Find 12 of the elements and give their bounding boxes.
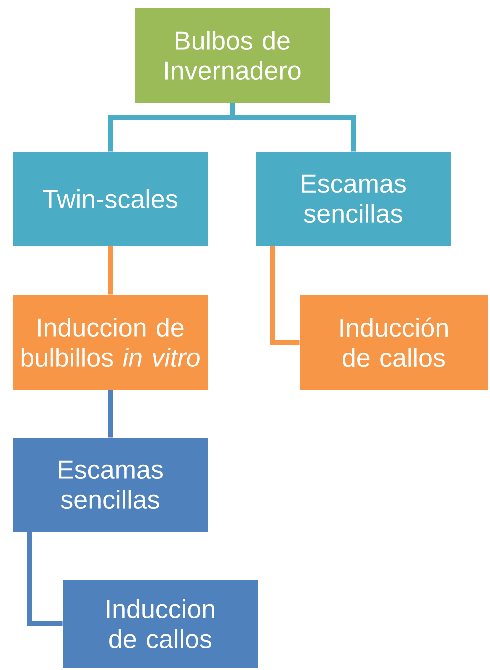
connector-line [108,390,113,438]
process-box: Escamas sencillas [13,438,208,532]
process-box: Induccion de bulbillos in vitro [13,295,208,390]
process-box: Escamas sencillas [256,152,451,246]
connector-line [270,246,300,345]
root-box: Bulbos de Invernadero [135,8,330,103]
connector-line [108,246,113,295]
process-box: Induccion de callos [63,580,258,668]
process-box: Inducción de callos [300,295,488,390]
connector-line [27,532,63,626]
process-box: Twin-scales [13,152,208,246]
connector-line [230,103,356,152]
